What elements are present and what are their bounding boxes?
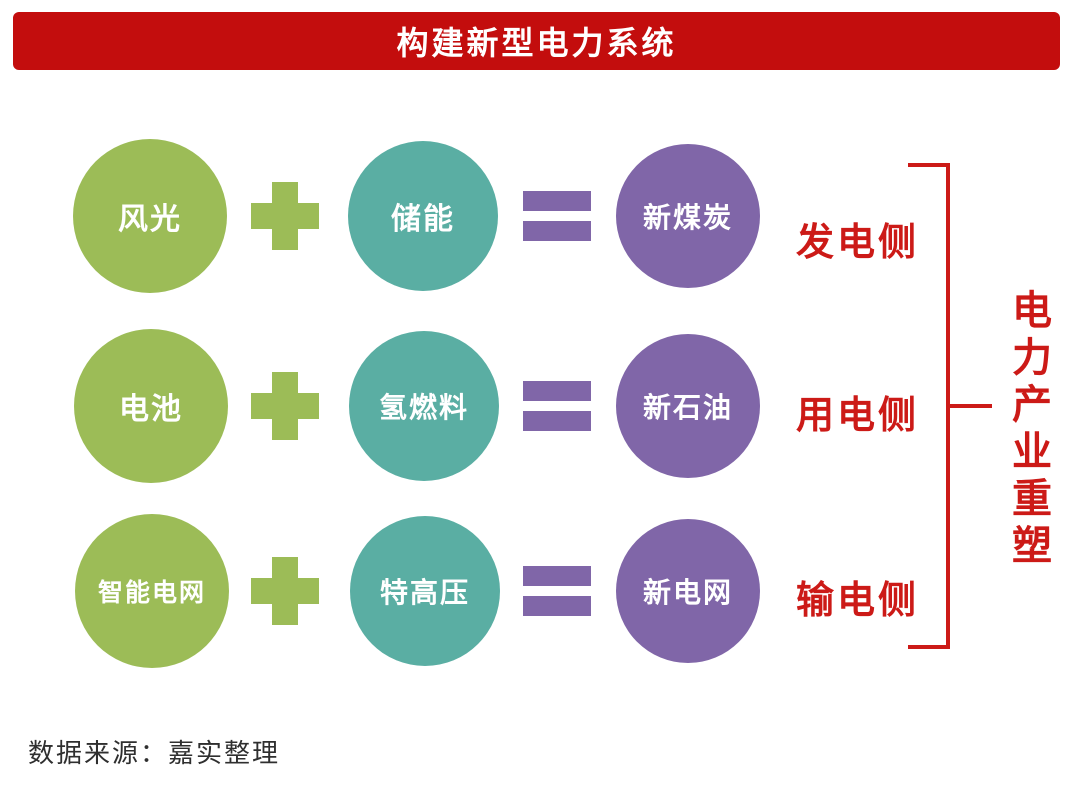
circle-label: 新石油 (642, 391, 733, 424)
plus-icon (251, 557, 319, 625)
title-banner: 构建新型电力系统 (13, 12, 1060, 70)
side-label-transmission: 输电侧 (796, 578, 920, 622)
circle-label: 储能 (391, 202, 455, 237)
equals-icon-bar (523, 596, 591, 616)
vertical-label-industry-reshape: 电力产业重塑 (1012, 288, 1052, 569)
circle-storage: 储能 (348, 141, 498, 291)
equals-icon-bar (523, 381, 591, 401)
side-label-consumption: 用电侧 (796, 393, 920, 437)
side-label-generation: 发电侧 (796, 220, 920, 264)
plus-icon-bar (272, 557, 298, 625)
bracket-top-arm (908, 163, 950, 167)
circle-label: 电池 (119, 392, 183, 427)
plus-icon (251, 372, 319, 440)
circle-label: 新煤炭 (642, 201, 733, 234)
circle-new-grid: 新电网 (616, 519, 760, 663)
bracket-vertical (946, 163, 950, 649)
equals-icon (523, 381, 591, 431)
circle-battery: 电池 (74, 329, 228, 483)
circle-hydrogen: 氢燃料 (349, 331, 499, 481)
circle-label: 氢燃料 (378, 391, 469, 424)
equals-icon-bar (523, 411, 591, 431)
circle-new-coal: 新煤炭 (616, 144, 760, 288)
circle-uhv: 特高压 (350, 516, 500, 666)
circle-label: 特高压 (379, 576, 470, 609)
data-source-note: 数据来源：嘉实整理 (28, 739, 281, 769)
circle-wind-solar: 风光 (73, 139, 227, 293)
equals-icon-bar (523, 221, 591, 241)
plus-icon (251, 182, 319, 250)
equals-icon (523, 191, 591, 241)
bracket-middle-tick (950, 404, 992, 408)
equals-icon-bar (523, 566, 591, 586)
circle-label: 智能电网 (97, 578, 206, 607)
circle-smart-grid: 智能电网 (75, 514, 229, 668)
bracket-bottom-arm (908, 645, 950, 649)
plus-icon-bar (272, 372, 298, 440)
equals-icon-bar (523, 191, 591, 211)
plus-icon-bar (272, 182, 298, 250)
page-title: 构建新型电力系统 (396, 24, 677, 62)
circle-new-oil: 新石油 (616, 334, 760, 478)
equals-icon (523, 566, 591, 616)
circle-label: 新电网 (642, 576, 733, 609)
circle-label: 风光 (118, 202, 182, 237)
